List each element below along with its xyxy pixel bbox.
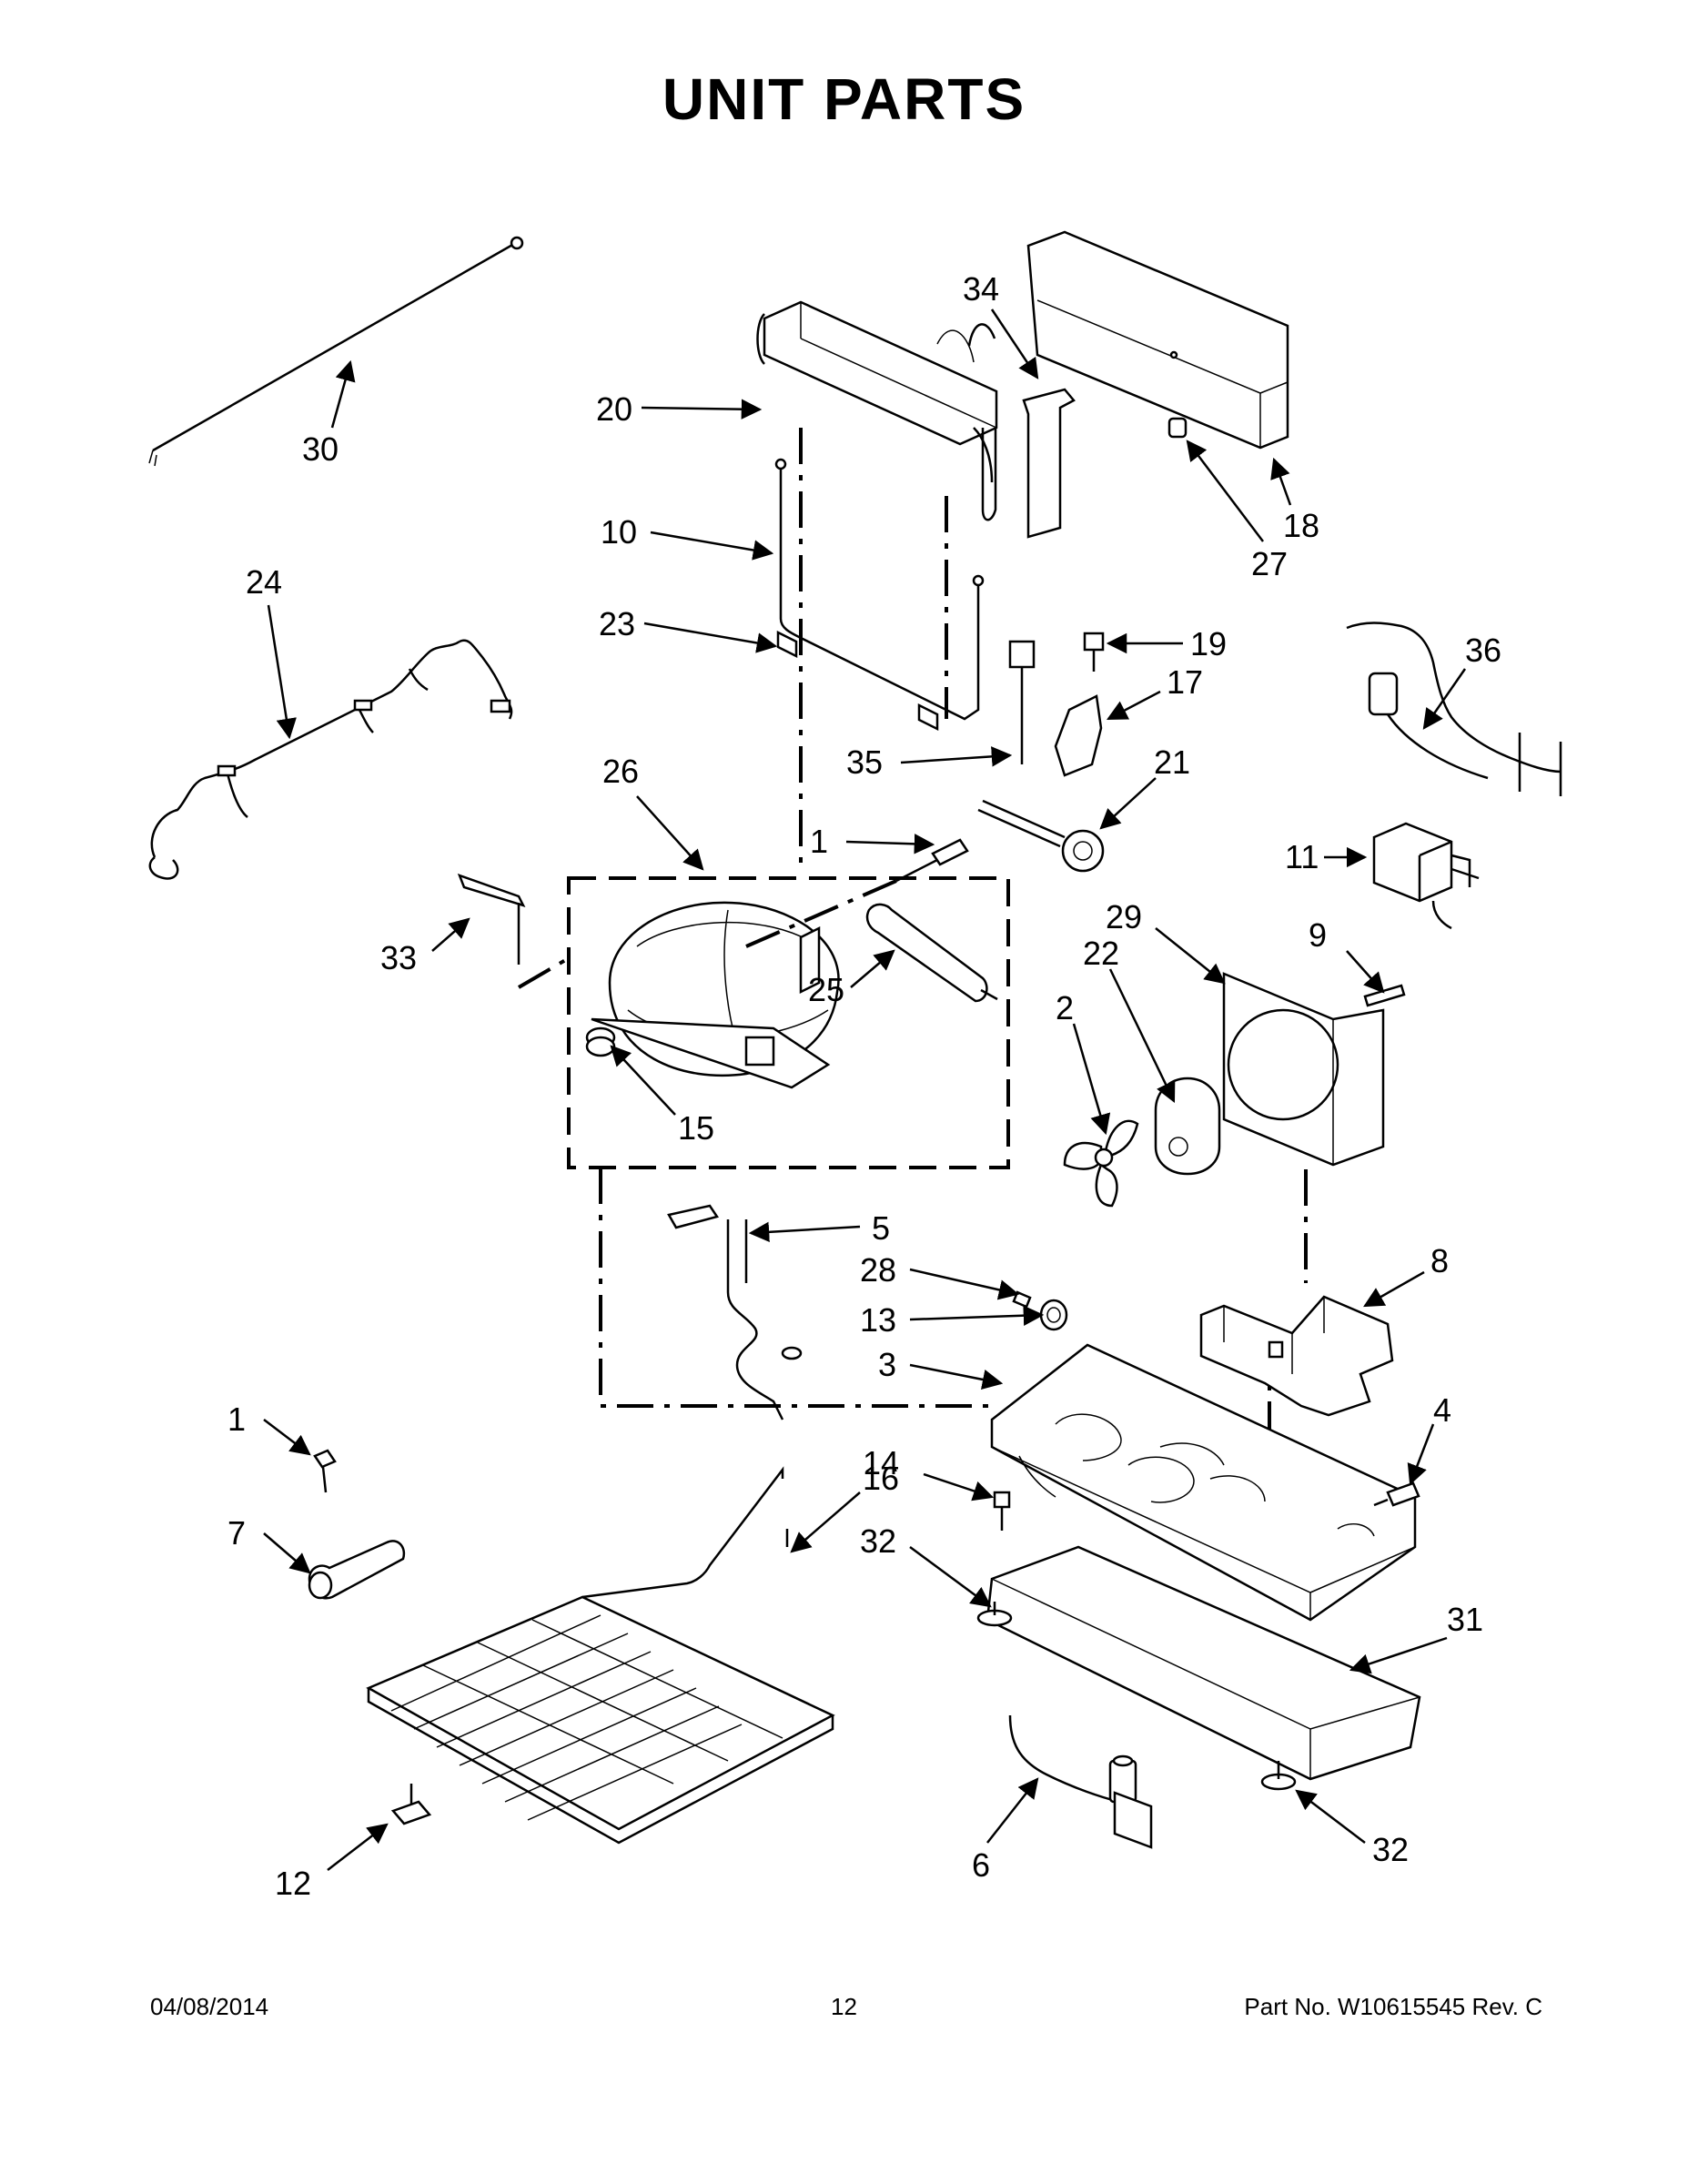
callout-13: 13 [860, 1301, 896, 1339]
part-2-fan-blade [1063, 1119, 1139, 1208]
callout-19: 19 [1190, 625, 1227, 662]
part-20-evaporator [756, 300, 998, 521]
callout-18: 18 [1283, 507, 1319, 544]
leader-compressor-screw [745, 879, 897, 948]
footer-part-number: Part No. W10615545 Rev. C [1244, 1993, 1542, 2020]
part-18-cover [1026, 230, 1289, 450]
callout-32b: 32 [1372, 1831, 1409, 1868]
callout-27: 27 [1251, 545, 1288, 582]
callout-24: 24 [246, 563, 282, 601]
callout-16: 16 [863, 1460, 899, 1497]
part-28-13-fittings [1012, 1290, 1068, 1331]
callout-26: 26 [602, 753, 639, 790]
part-32-feet [976, 1602, 1297, 1791]
callout-36: 36 [1465, 632, 1501, 669]
part-21-thermostat [977, 799, 1105, 873]
callout-12: 12 [275, 1865, 311, 1902]
part-7-sleeve [308, 1540, 406, 1600]
part-1-screw-lower [313, 1449, 337, 1493]
callout-22: 22 [1083, 935, 1119, 972]
callout-6: 6 [972, 1846, 990, 1884]
callout-2: 2 [1056, 989, 1074, 1026]
callout-4: 4 [1433, 1391, 1451, 1429]
callout-3: 3 [878, 1346, 896, 1383]
callout-28: 28 [860, 1251, 896, 1289]
part-33-bracket [457, 873, 526, 965]
part-36-drier-tube [1346, 622, 1562, 796]
leader-arrows [263, 308, 1467, 1871]
callout-31: 31 [1447, 1601, 1483, 1638]
part-22-fan-motor [1154, 1077, 1221, 1176]
part-15-grommet [585, 1026, 616, 1057]
part-1-screw-upper [895, 838, 969, 883]
callout-21: 21 [1154, 743, 1190, 781]
part-25-drier [865, 903, 998, 1003]
part-35-thermistor [1008, 640, 1036, 764]
callout-11: 11 [1285, 838, 1319, 875]
callout-1b: 1 [227, 1400, 246, 1438]
callout-7: 7 [227, 1514, 246, 1552]
part-27-clip [1167, 417, 1188, 439]
callout-32a: 32 [860, 1522, 896, 1560]
page-title: UNIT PARTS [662, 66, 1026, 132]
callout-33: 33 [380, 939, 417, 976]
part-19-17-screw-bracket [1054, 632, 1105, 777]
callout-5: 5 [872, 1209, 890, 1247]
part-11-relay [1372, 822, 1480, 930]
part-5-tube [667, 1204, 803, 1421]
callout-10: 10 [601, 513, 637, 551]
callout-25: 25 [808, 971, 844, 1008]
callout-15: 15 [678, 1109, 714, 1147]
part-8-tray [1199, 1295, 1394, 1417]
part-4-screw [1373, 1481, 1420, 1507]
footer-date: 04/08/2014 [150, 1993, 269, 2020]
callout-9: 9 [1309, 916, 1327, 954]
callout-20: 20 [596, 390, 632, 428]
callout-34: 34 [963, 270, 999, 308]
callout-8: 8 [1430, 1242, 1449, 1279]
part-6-valve [1008, 1714, 1153, 1849]
callout-23: 23 [599, 605, 635, 642]
callout-35: 35 [846, 743, 883, 781]
part-10-23-heater [774, 458, 985, 732]
part-3-base-plate [990, 1343, 1417, 1622]
footer-page-number: 12 [831, 1993, 857, 2020]
compressor-assembly-boundary [567, 876, 1010, 1169]
part-14-screw [993, 1491, 1011, 1531]
callout-1a: 1 [810, 823, 828, 860]
part-12-clip [390, 1784, 432, 1825]
callout-14: 14 [863, 1444, 899, 1481]
part-34-bracket [1022, 388, 1076, 539]
callout-29: 29 [1106, 898, 1142, 935]
part-30-wire [148, 236, 524, 467]
part-26-compressor [591, 901, 840, 1089]
leader-33-compressor [517, 954, 575, 989]
callout-labels: 30 24 20 34 18 27 10 23 19 17 36 35 21 2… [227, 270, 1501, 1902]
part-24-harness [148, 639, 513, 880]
leader-compressor-base [599, 1168, 992, 1408]
part-9-screw [1363, 984, 1406, 1007]
callout-30: 30 [302, 430, 339, 468]
part-29-fan-shroud [1222, 972, 1385, 1167]
callout-17: 17 [1167, 663, 1203, 701]
part-16-condenser [366, 1466, 835, 1845]
